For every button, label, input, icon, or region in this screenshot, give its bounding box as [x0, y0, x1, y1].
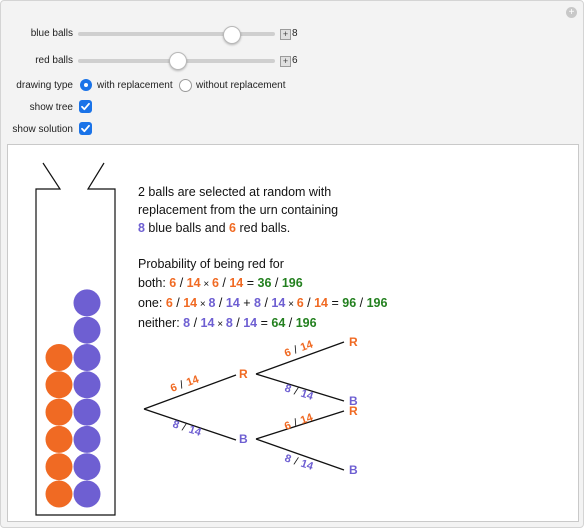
expand-plus-icon[interactable]: +	[566, 7, 577, 18]
probability-tree: R B R B R B 6 / 14 8 / 14	[143, 335, 358, 477]
branch-root-red	[143, 374, 237, 410]
branch-blue-blue	[255, 438, 345, 471]
blue-ball	[73, 453, 101, 481]
red-balls-label: red balls	[35, 55, 73, 66]
branch-red-blue	[255, 373, 345, 402]
blue-count-text: 8	[138, 221, 145, 235]
red-ball	[45, 453, 73, 481]
blue-ball	[73, 289, 101, 317]
output-panel: 2 balls are selected at random with repl…	[7, 144, 579, 522]
label-blue-red: 6 / 14	[283, 411, 315, 433]
svg-text:6: 6	[283, 419, 293, 432]
branch-red-red	[255, 341, 345, 375]
with-replacement-label[interactable]: with replacement	[97, 80, 173, 91]
without-replacement-radio[interactable]	[179, 79, 192, 92]
svg-text:14: 14	[299, 411, 315, 427]
problem-line-3: 8 blue balls and 6 red balls.	[138, 221, 291, 235]
svg-text:/: /	[178, 379, 186, 392]
svg-text:6: 6	[169, 381, 179, 394]
both-line: both: 6 / 14 × 6 / 14 = 36 / 196	[138, 276, 303, 290]
red-balls-slider-thumb[interactable]	[168, 52, 187, 70]
node-b1: B	[239, 432, 248, 446]
problem-line-2: replacement from the urn containing	[138, 203, 339, 217]
one-line: one: 6 / 14 × 8 / 14 + 8 / 14 × 6 / 14 =…	[138, 296, 388, 310]
with-replacement-radio[interactable]	[80, 79, 92, 91]
red-count-text: 6	[229, 221, 236, 235]
urn-drawing	[35, 162, 116, 516]
neither-line: neither: 8 / 14 × 8 / 14 = 64 / 196	[138, 316, 317, 330]
node-rr: R	[349, 335, 358, 349]
problem-line-1: 2 balls are selected at random with	[138, 185, 332, 199]
blue-ball	[73, 344, 101, 371]
probability-heading: Probability of being red for	[138, 257, 284, 271]
node-bb: B	[349, 463, 358, 477]
without-replacement-label[interactable]: without replacement	[196, 80, 286, 91]
svg-text:8: 8	[171, 418, 181, 431]
svg-text:14: 14	[299, 458, 315, 473]
blue-balls-slider-thumb[interactable]	[222, 26, 241, 44]
svg-text:/: /	[292, 417, 300, 430]
red-balls-value: 6	[292, 55, 298, 66]
svg-text:/: /	[292, 344, 300, 357]
show-tree-label: show tree	[29, 102, 73, 113]
red-ball	[45, 371, 73, 399]
show-tree-checkbox[interactable]	[79, 100, 92, 113]
show-solution-label: show solution	[12, 124, 73, 135]
red-ball	[45, 480, 73, 508]
blue-ball	[73, 425, 101, 453]
label-blue-blue: 8 / 14	[283, 452, 315, 473]
svg-text:14: 14	[299, 338, 315, 354]
blue-ball	[73, 398, 101, 426]
svg-text:/: /	[293, 386, 301, 399]
blue-ball	[73, 316, 101, 344]
red-balls-expand-icon[interactable]: +	[280, 56, 291, 67]
blue-ball	[73, 480, 101, 508]
node-br: R	[349, 404, 358, 418]
red-ball	[45, 425, 73, 453]
svg-text:14: 14	[187, 424, 203, 439]
red-ball	[45, 344, 73, 371]
label-root-blue: 8 / 14	[171, 418, 203, 439]
blue-balls-slider-track[interactable]	[78, 32, 275, 36]
label-red-blue: 8 / 14	[283, 382, 315, 403]
red-ball	[45, 398, 73, 426]
checkmark-icon	[81, 102, 90, 111]
urn-outline	[35, 162, 116, 516]
branch-blue-red	[255, 410, 345, 440]
label-root-red: 6 / 14	[169, 373, 201, 395]
node-rb: B	[349, 394, 358, 408]
svg-text:14: 14	[185, 373, 201, 389]
node-r1: R	[239, 367, 248, 381]
svg-text:8: 8	[283, 452, 293, 465]
checkmark-icon	[81, 124, 90, 133]
svg-text:/: /	[181, 422, 189, 435]
svg-text:14: 14	[299, 388, 315, 403]
svg-text:6: 6	[283, 346, 293, 359]
blue-ball	[73, 371, 101, 399]
svg-text:8: 8	[283, 382, 293, 395]
blue-balls-expand-icon[interactable]: +	[280, 29, 291, 40]
blue-balls-value: 8	[292, 28, 298, 39]
tree-branches	[143, 341, 345, 471]
label-red-red: 6 / 14	[283, 338, 315, 360]
drawing-type-label: drawing type	[16, 80, 73, 91]
urn-balls	[45, 289, 101, 508]
branch-root-blue	[143, 408, 237, 441]
show-solution-checkbox[interactable]	[79, 122, 92, 135]
blue-balls-label: blue balls	[30, 28, 73, 39]
svg-text:/: /	[293, 456, 301, 469]
